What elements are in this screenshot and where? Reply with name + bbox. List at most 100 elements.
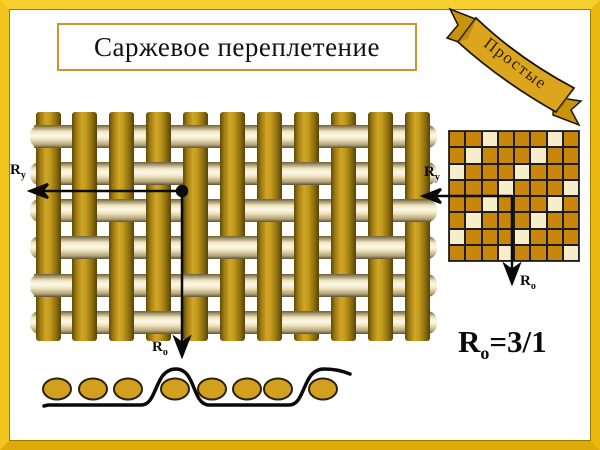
weave-pattern-grid [448,130,580,262]
grid-cell [465,131,482,148]
grid-cell [546,212,563,229]
grid-cell [481,228,498,245]
grid-cell [562,163,579,180]
weave-cross-section [42,367,352,408]
grid-cell [449,147,466,164]
grid-cell [449,179,466,196]
grid-cell [562,179,579,196]
warp-thread [330,112,356,341]
weft-over-warp-crossing [329,273,358,297]
grid-cell [546,131,563,148]
grid-cell [497,131,514,148]
grid-cell [530,228,547,245]
warp-cross-ellipse [197,377,227,401]
weft-over-warp-crossing [218,236,247,260]
warp-cross-ellipse [78,377,108,401]
weave-warp-repeat-label: Rо [152,339,168,358]
warp-thread [367,112,393,341]
grid-cell [449,212,466,229]
weft-over-warp-crossing [255,199,284,223]
grid-cell [546,179,563,196]
warp-cross-ellipse [308,377,338,401]
grid-cell [514,212,531,229]
warp-thread [220,112,245,341]
grid-cell [481,147,498,164]
grid-cell [449,131,466,148]
grid-cell [562,212,579,229]
warp-cross-ellipse [232,377,262,401]
ribbon-banner: Простые [445,7,583,127]
weft-over-warp-crossing [70,236,99,260]
weft-over-warp-crossing [34,124,62,148]
grid-cell [449,163,466,180]
weft-over-warp-crossing [181,273,210,297]
grid-cell [465,244,482,261]
weft-over-warp-crossing [144,161,173,185]
grid-cell [530,196,547,213]
grid-cell [497,244,514,261]
warp-thread [109,112,135,341]
grid-cell [481,196,498,213]
grid-cell [546,163,563,180]
grid-cell [465,212,482,229]
grid-cell [465,196,482,213]
warp-cross-ellipse [42,377,72,401]
grid-cell [530,147,547,164]
warp-thread [256,112,282,341]
grid-cell [514,244,531,261]
warp-thread [404,112,430,341]
grid-cell [465,163,482,180]
grid-cell [514,131,531,148]
grid-cell [465,179,482,196]
title-box: Саржевое переплетение [57,23,417,71]
warp-cross-ellipse [263,377,293,401]
weave-illustration [30,112,437,342]
grid-weft-repeat-label: Rу [424,164,440,183]
warp-cross-ellipse [160,377,190,401]
warp-cross-ellipse [113,377,143,401]
grid-cell [514,228,531,245]
ribbon-fold-bottom [556,88,574,112]
weft-over-warp-crossing [366,236,395,260]
grid-cell [514,147,531,164]
grid-cell [449,228,466,245]
grid-cell [449,196,466,213]
grid-cell [481,131,498,148]
weft-over-warp-crossing [329,124,358,148]
weft-over-warp-crossing [292,161,321,185]
grid-cell [562,131,579,148]
weft-over-warp-crossing [403,199,431,223]
weft-over-warp-crossing [144,311,173,334]
weave-weft-repeat-label: Rу [10,162,26,181]
grid-cell [562,196,579,213]
warp-thread [293,112,319,341]
grid-cell [481,179,498,196]
grid-cell [530,131,547,148]
grid-cell [546,228,563,245]
grid-cell [514,179,531,196]
grid-warp-repeat-label: Rо [520,273,536,292]
repeat-formula: Rо=3/1 [458,324,547,364]
grid-cell [465,228,482,245]
arrowhead-down-icon [502,261,522,287]
grid-cell [546,196,563,213]
weft-over-warp-crossing [181,124,210,148]
grid-cell [562,147,579,164]
grid-cell [497,196,514,213]
grid-cell [530,179,547,196]
grid-cell [481,244,498,261]
warp-thread [35,112,61,341]
ribbon-fold-top [458,18,476,42]
grid-cell [481,163,498,180]
grid-cell [514,196,531,213]
grid-cell [530,163,547,180]
weft-over-warp-crossing [292,311,321,334]
warp-thread [146,112,172,341]
grid-cell [514,163,531,180]
grid-cell [497,228,514,245]
grid-cell [497,147,514,164]
grid-cell [449,244,466,261]
warp-thread [183,112,209,341]
grid-cell [497,163,514,180]
